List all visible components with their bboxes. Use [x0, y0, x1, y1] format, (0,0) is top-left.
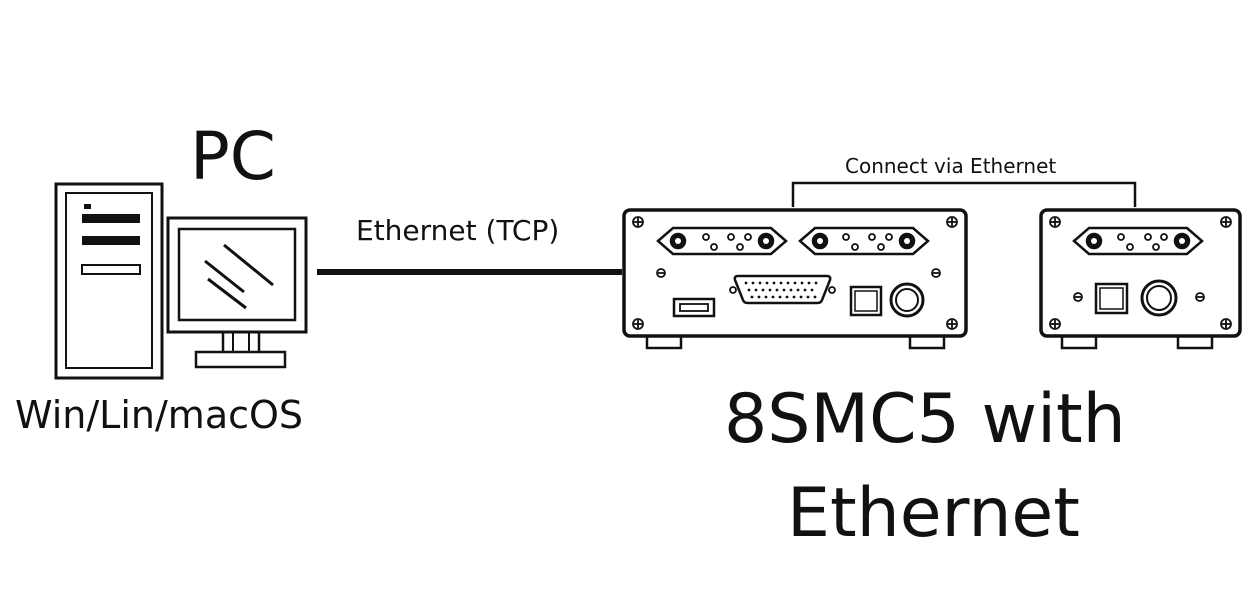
- square-port-icon: [849, 285, 883, 317]
- screw-icon: [1049, 216, 1232, 330]
- device-title-line2: Ethernet: [787, 474, 1080, 553]
- pc-os-label: Win/Lin/macOS: [15, 393, 304, 437]
- ethernet-bridge-line: [791, 181, 1137, 207]
- bridge-label: Connect via Ethernet: [845, 154, 1057, 178]
- db-connector-icon: [729, 274, 836, 305]
- square-port-icon: [1094, 282, 1129, 315]
- pc-title: PC: [190, 118, 276, 195]
- power-jack-icon: [889, 282, 925, 318]
- controller-unit-extension: [1039, 208, 1242, 350]
- device-title-line1: 8SMC5 with: [724, 380, 1126, 459]
- screw-icon: [632, 216, 958, 330]
- pc-tower-icon: [54, 182, 164, 380]
- power-jack-icon: [1140, 279, 1178, 317]
- pc-monitor-icon: [166, 216, 308, 369]
- ethernet-cable-label: Ethernet (TCP): [356, 214, 560, 247]
- axis-connector-icon: [798, 226, 930, 256]
- controller-unit-main: [622, 208, 968, 350]
- axis-connector-icon: [656, 226, 788, 256]
- axis-connector-icon: [1072, 226, 1204, 256]
- usb-port-icon: [672, 297, 716, 318]
